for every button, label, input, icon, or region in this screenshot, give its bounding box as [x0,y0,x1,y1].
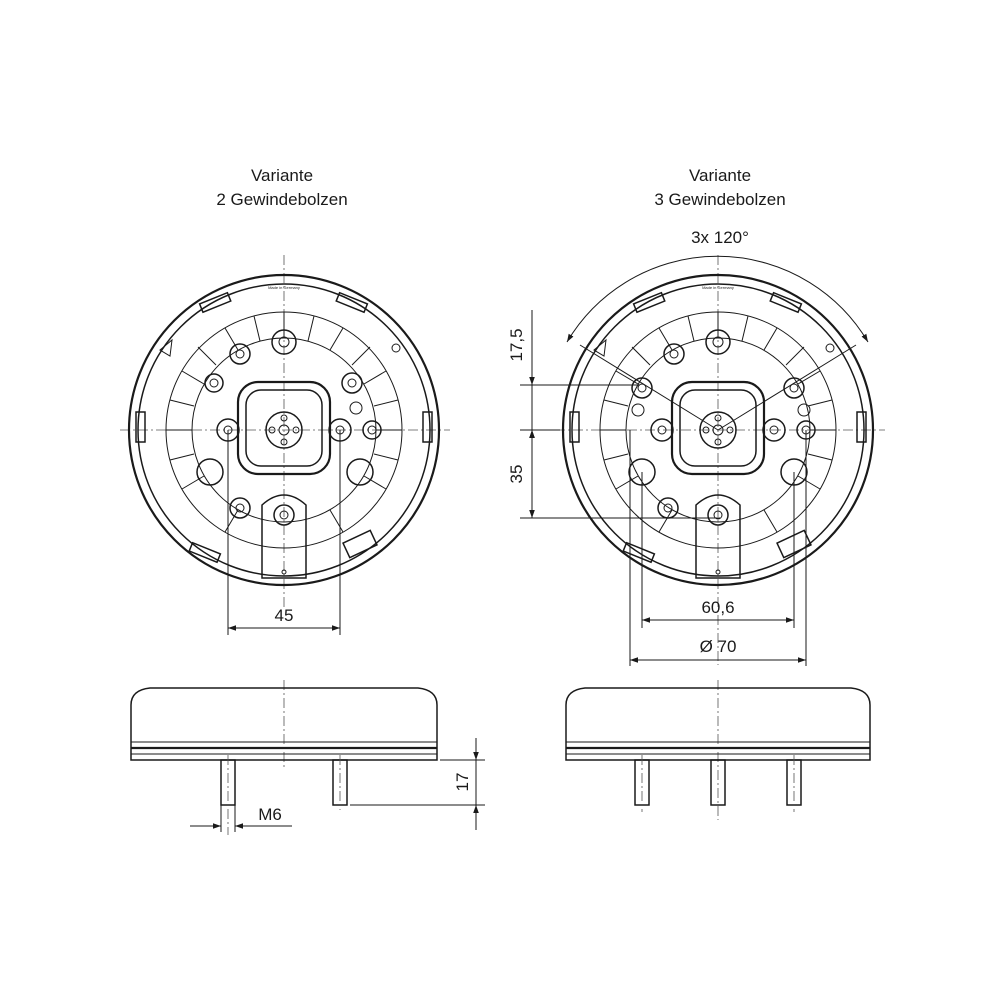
right-angle-arc [566,255,869,343]
left-rear-view: Made in Germany [120,255,450,635]
left-marking-text: Made in Germany [268,285,300,290]
left-side-view: M6 17 [130,680,485,835]
left-dim-17: 17 [453,773,472,792]
right-variant-view: Variante 3 Gewindebolzen 3x 120° [507,166,885,820]
right-ribs [600,312,836,533]
left-dim-m6: M6 [258,805,282,824]
left-title-line1: Variante [251,166,313,185]
right-stud-2 [710,759,726,806]
right-lens-body [565,687,871,761]
right-dim-35: 35 [507,465,526,484]
right-marking-text: Made in Germany [702,285,734,290]
right-dim-17-5: 17,5 [507,328,526,361]
right-housing-outer [561,273,875,587]
right-screw-bosses [628,329,816,519]
left-title-line2: 2 Gewindebolzen [216,190,347,209]
right-rear-view: Made in Germany [507,255,885,666]
left-dim-45: 45 [275,606,294,625]
right-side-view [565,680,871,820]
left-housing-outer [127,273,441,587]
left-connector-socket [236,380,332,476]
right-title-line2: 3 Gewindebolzen [654,190,785,209]
right-dim-angle: 3x 120° [691,228,749,247]
right-connector-socket [670,380,766,476]
left-screw-bosses [196,329,382,519]
right-dim-60-6: 60,6 [701,598,734,617]
right-cable-outlet [695,494,741,579]
left-cable-outlet [261,494,307,579]
left-ribs [166,312,402,533]
left-lens-body [130,687,438,761]
right-dim-diameter: Ø 70 [700,637,737,656]
left-variant-view: Variante 2 Gewindebolzen [120,166,485,835]
right-title-line1: Variante [689,166,751,185]
